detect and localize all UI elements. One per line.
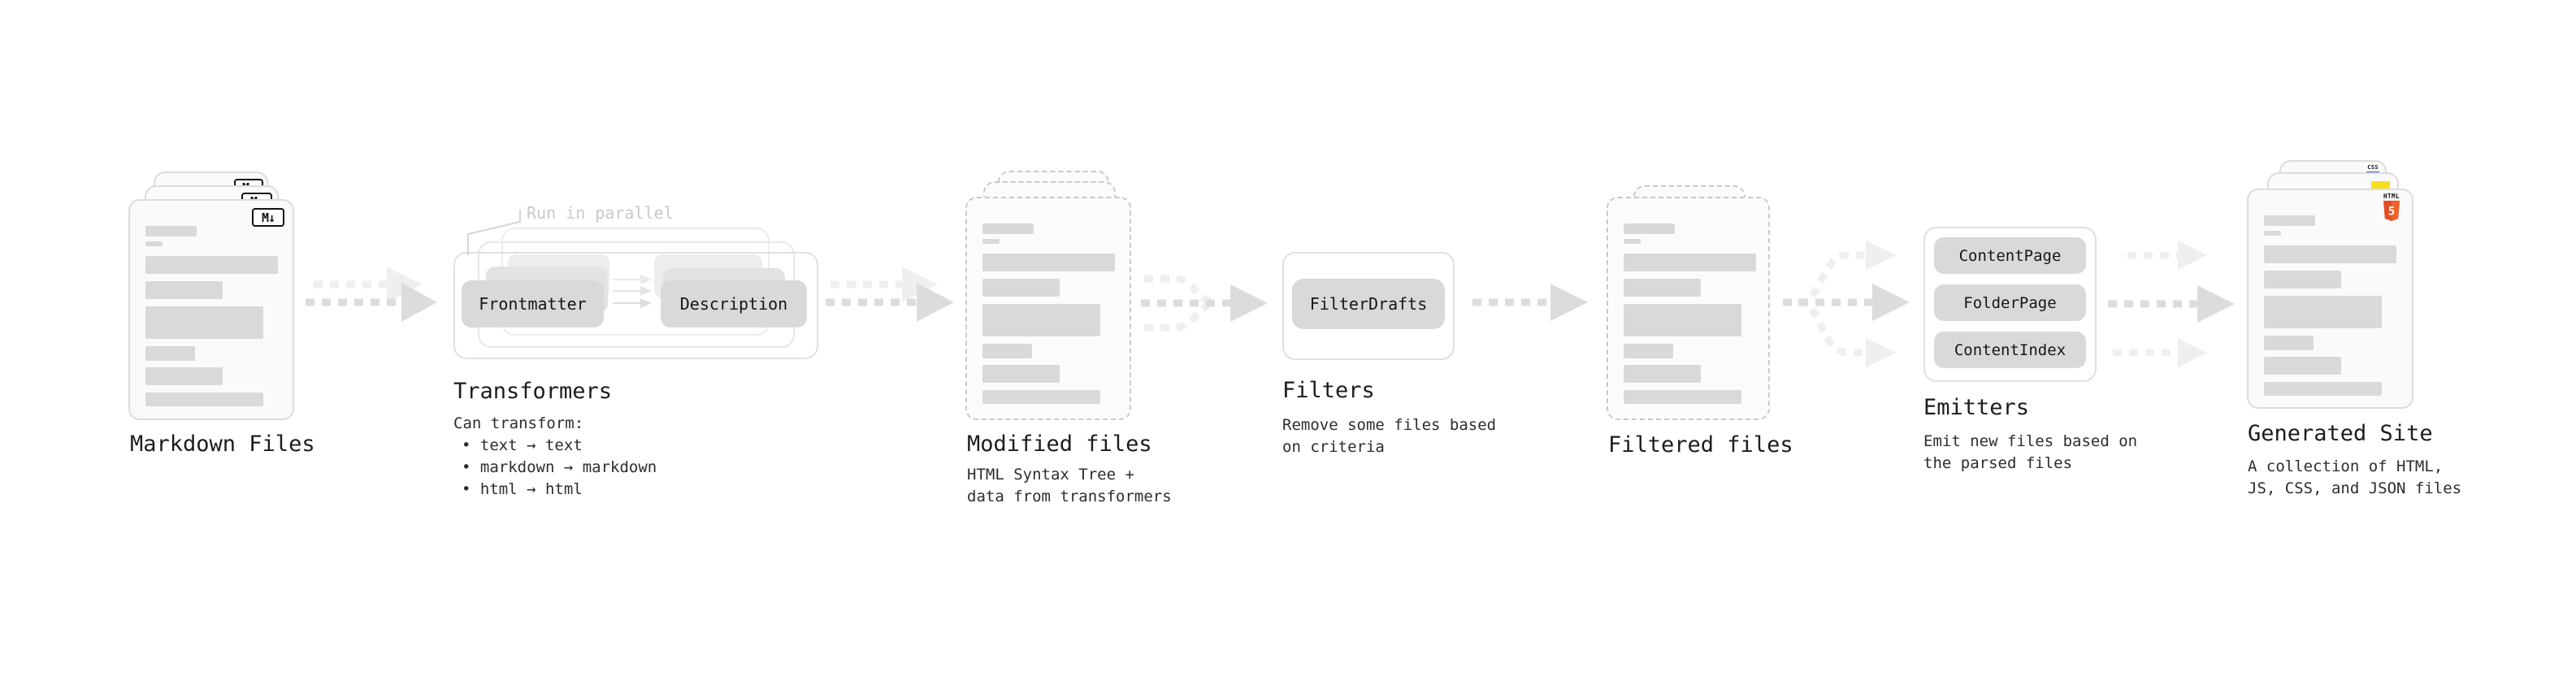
transformer-card-front [453,252,818,359]
stage-title-modified-files: Modified files [967,432,1152,457]
arrow-filters-to-filtered [1472,284,1588,321]
filterdrafts-node: FilterDrafts [1292,279,1445,329]
markdown-icon: M↓ [252,208,284,227]
filtered-document-front [1607,197,1770,420]
document-content-placeholder [982,223,1117,404]
arrow-modified-to-filters [1141,275,1268,332]
text-line-placeholder [1624,304,1741,336]
text-line-placeholder [1624,344,1673,358]
stage-title-markdown-files: Markdown Files [130,432,315,457]
text-line-placeholder [145,367,223,385]
text-line-placeholder [145,281,223,299]
description-node: Description [661,280,807,327]
emitters-description: Emit new files based on the parsed files [1923,431,2137,475]
transform-step-arrows [613,275,652,308]
text-line-placeholder [2264,271,2341,288]
stage-title-generated-site: Generated Site [2248,421,2433,446]
stage-title-filtered-files: Filtered files [1608,432,1793,458]
contentindex-node: ContentIndex [1934,332,2086,368]
arrow-markdown-to-transformers [306,267,437,322]
description-line: on criteria [1282,438,1385,456]
emitters-container [1923,227,2097,382]
document-content-placeholder [1624,223,1756,404]
filters-description: Remove some files based on criteria [1282,414,1496,458]
description-line: HTML Syntax Tree + [967,466,1134,484]
document-content-placeholder [2264,215,2399,396]
text-line-placeholder [2264,245,2396,263]
markdown-document-front: M↓ [128,199,294,420]
annotation-leader-line [467,210,521,255]
arrow-filtered-to-emitters [1783,241,1910,367]
html5-number: 5 [2388,206,2395,219]
text-line-placeholder [1624,390,1741,404]
text-line-placeholder [1624,279,1701,297]
document-content-placeholder [145,226,280,406]
text-line-placeholder [982,304,1100,336]
text-line-placeholder [2264,215,2315,226]
arrow-transformers-to-modified [826,267,954,322]
description-line: Remove some files based [1282,416,1497,434]
text-line-placeholder [982,223,1034,234]
text-line-placeholder [2264,231,2281,236]
folderpage-node: FolderPage [1934,284,2086,321]
description-line: the parsed files [1923,454,2073,472]
description-line: JS, CSS, and JSON files [2248,479,2462,497]
text-line-placeholder [145,226,197,236]
text-line-placeholder [1624,365,1701,383]
text-line-placeholder [1624,254,1756,271]
text-line-placeholder [1624,223,1675,234]
frontmatter-node: Frontmatter [462,280,604,327]
html5-icon: HTML 5 [2381,193,2402,223]
transformers-description: Can transform: • text → text • markdown … [453,413,657,501]
text-line-placeholder [145,256,278,274]
generated-document-front: HTML 5 [2247,189,2413,409]
description-line: Emit new files based on [1923,432,2138,450]
text-line-placeholder [982,254,1115,271]
text-line-placeholder [982,365,1060,383]
text-line-placeholder [982,344,1032,358]
text-line-placeholder [982,390,1100,404]
description-bullet: • html → html [462,480,583,498]
text-line-placeholder [2264,336,2314,350]
text-line-placeholder [145,241,163,246]
text-line-placeholder [982,239,1000,244]
arrow-emitters-to-generated [2108,241,2235,367]
text-line-placeholder [2264,357,2341,375]
description-line: data from transformers [967,488,1172,505]
modified-files-description: HTML Syntax Tree + data from transformer… [967,464,1172,508]
text-line-placeholder [2264,296,2382,328]
stage-title-transformers: Transformers [453,379,613,404]
generated-site-description: A collection of HTML, JS, CSS, and JSON … [2248,456,2461,500]
description-line: A collection of HTML, [2248,458,2444,475]
description-line: Can transform: [453,414,584,432]
modified-document-front [965,197,1131,420]
description-bullet: • text → text [462,436,583,454]
filters-container [1282,252,1455,360]
text-line-placeholder [145,393,263,406]
text-line-placeholder [1624,239,1641,244]
description-bullet: • markdown → markdown [462,458,657,476]
text-line-placeholder [145,346,195,361]
javascript-icon [2371,181,2390,189]
run-in-parallel-label: Run in parallel [527,203,674,223]
stage-title-filters: Filters [1282,378,1375,403]
contentpage-node: ContentPage [1934,237,2086,274]
text-line-placeholder [982,279,1060,297]
stage-title-emitters: Emitters [1923,395,2030,420]
text-line-placeholder [145,306,263,339]
text-line-placeholder [2264,382,2382,396]
